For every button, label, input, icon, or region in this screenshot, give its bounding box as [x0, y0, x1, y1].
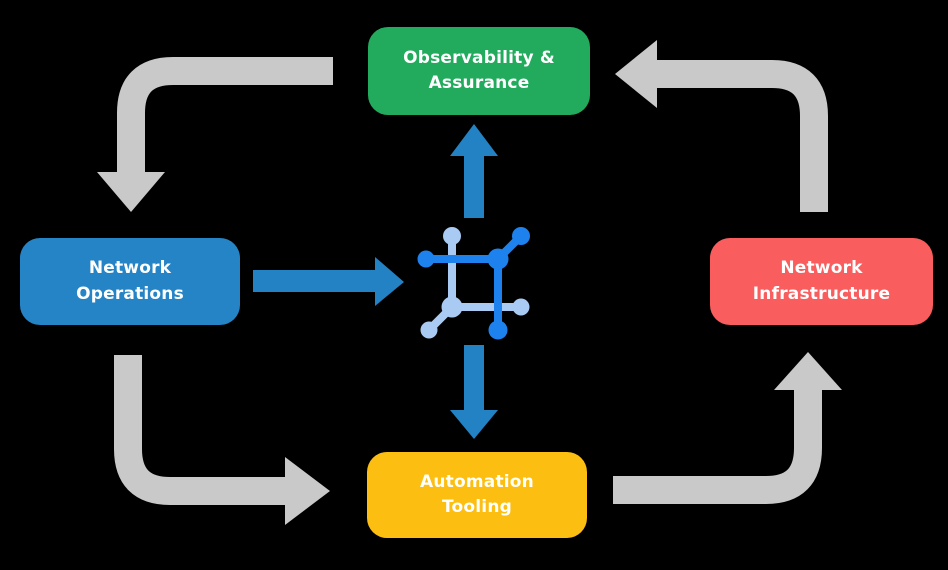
arrow-shaft	[613, 390, 822, 504]
hub-node-bottom	[488, 320, 508, 340]
node-observability-label: Observability & Assurance	[403, 47, 555, 94]
hub-corner-bl	[441, 296, 463, 318]
node-network-operations: Network Operations	[20, 238, 240, 325]
network-hub-icon	[417, 227, 530, 340]
network-hub-icon-light-layer	[420, 227, 530, 339]
arrow-operations-to-center	[253, 257, 404, 306]
arrow-automation-to-infrastructure	[613, 352, 842, 504]
arrow-infrastructure-to-observability	[615, 40, 828, 212]
hub-node-right	[512, 298, 530, 316]
arrow-head-up-icon	[774, 352, 842, 390]
arrow-shaft	[657, 60, 828, 212]
node-automation-label: Automation Tooling	[420, 471, 534, 518]
arrow-head-down-icon	[97, 172, 165, 212]
hub-node-ne	[512, 227, 530, 245]
arrow-head-right-icon	[285, 457, 330, 525]
node-observability-assurance: Observability & Assurance	[368, 27, 590, 115]
arrow-observability-to-operations	[97, 57, 333, 212]
hub-node-sw	[420, 321, 438, 339]
network-hub-icon-dark-layer	[417, 227, 530, 340]
arrow-center-to-observability	[450, 124, 498, 218]
arrow-shaft	[114, 355, 285, 505]
arrow-center-to-automation	[450, 345, 498, 439]
node-operations-label: Network Operations	[76, 258, 184, 304]
node-automation-tooling: Automation Tooling	[367, 452, 587, 538]
node-network-infrastructure: Network Infrastructure	[710, 238, 933, 325]
arrow-head-left-icon	[615, 40, 657, 108]
arrow-operations-to-automation	[114, 355, 330, 525]
hub-corner-tr	[487, 248, 509, 270]
arrow-shaft	[117, 57, 333, 172]
node-infrastructure-label: Network Infrastructure	[752, 258, 891, 304]
hub-node-left	[417, 250, 435, 268]
hub-node-top	[443, 227, 461, 245]
